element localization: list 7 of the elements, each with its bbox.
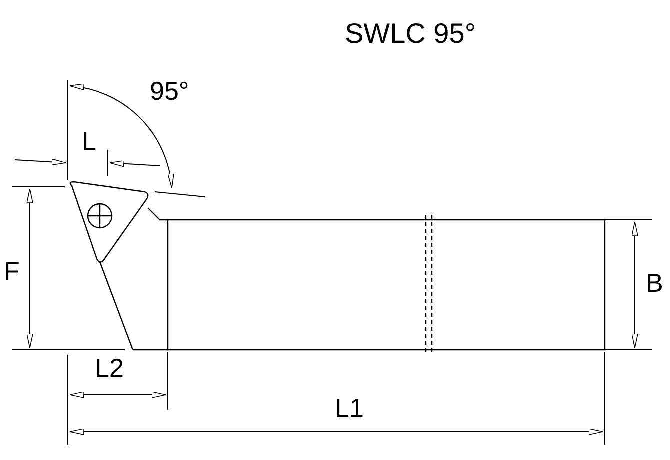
- angle-label: 95°: [150, 78, 190, 104]
- dimension-label: L1: [335, 395, 364, 421]
- dimension-label: F: [4, 258, 20, 284]
- dimension-label: B: [646, 270, 664, 296]
- dimension-label: L: [82, 128, 96, 154]
- title: SWLC 95°: [345, 20, 476, 48]
- dimension-label: L2: [95, 355, 124, 381]
